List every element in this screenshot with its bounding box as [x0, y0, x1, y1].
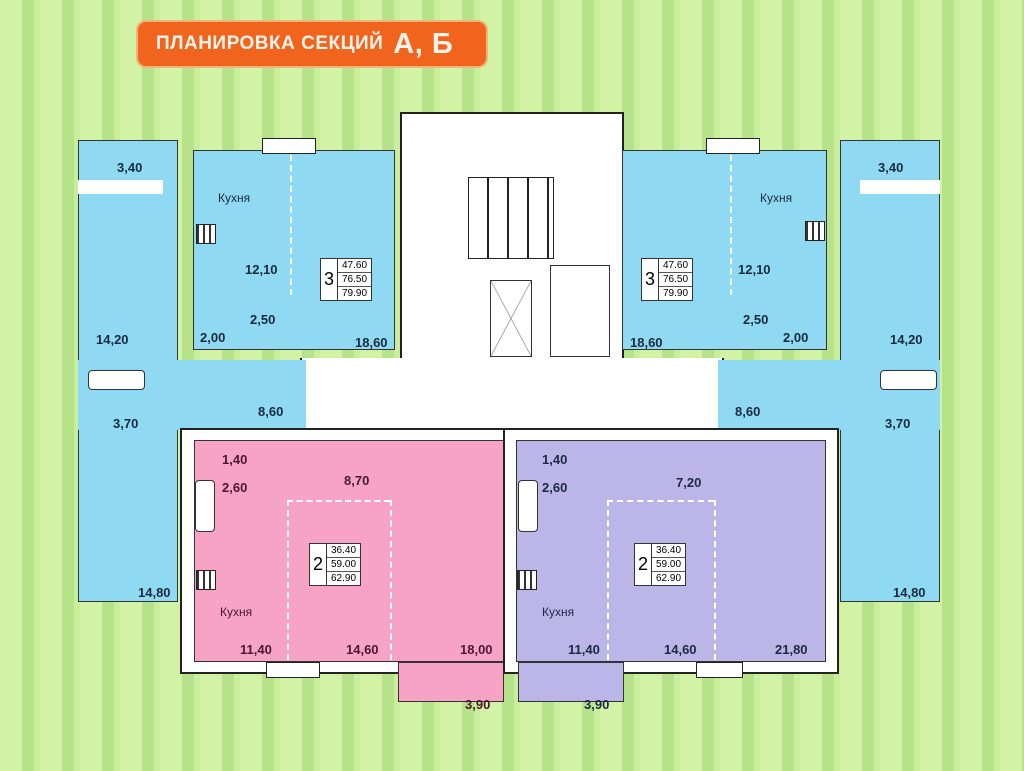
bathtub-icon	[88, 370, 145, 390]
total-area: 59.00	[327, 558, 361, 572]
living-area: 47.60	[659, 259, 693, 273]
core-shaft	[550, 265, 610, 357]
total-with-balcony: 62.90	[656, 573, 682, 584]
room-count: 3	[321, 259, 338, 300]
room-area: 14,20	[890, 332, 923, 347]
room-area: 1,40	[542, 452, 568, 467]
room-area: 14,80	[893, 585, 926, 600]
partition	[287, 500, 390, 502]
room-area: 14,80	[138, 585, 171, 600]
stove-icon	[517, 570, 537, 590]
room-area: 12,10	[245, 262, 278, 277]
total-area: 59.00	[652, 558, 686, 572]
bathtub-icon	[518, 480, 538, 532]
kitchen-label: Кухня	[220, 605, 253, 619]
window	[706, 138, 760, 154]
right-balcony-wall	[860, 180, 940, 194]
room-area: 3,40	[878, 160, 904, 175]
room-area: 3,70	[113, 416, 139, 431]
room-area: 1,40	[222, 452, 248, 467]
room-area: 8,60	[735, 404, 761, 419]
elevator-shaft	[490, 280, 532, 357]
room-area: 8,70	[344, 473, 370, 488]
living-area: 47.60	[338, 259, 372, 273]
living-area: 36.40	[327, 544, 361, 558]
title-banner: ПЛАНИРОВКА СЕКЦИЙ А, Б	[138, 22, 486, 66]
total-with-balcony: 79.90	[663, 288, 689, 299]
room-area: 3,90	[465, 697, 491, 712]
room-area: 14,60	[346, 642, 379, 657]
kitchen-label: Кухня	[760, 191, 793, 205]
title-sections: А, Б	[393, 27, 454, 60]
partition	[390, 500, 392, 660]
room-area: 21,80	[775, 642, 808, 657]
partition	[290, 155, 292, 295]
room-area: 3,40	[117, 160, 143, 175]
apartment-spec-table: 2 36.40 59.00 62.90	[309, 543, 362, 586]
room-area: 18,60	[355, 335, 388, 350]
total-with-balcony: 79.90	[342, 288, 368, 299]
total-area: 76.50	[338, 273, 372, 287]
right-3room-main	[622, 150, 827, 350]
room-area: 2,50	[250, 312, 276, 327]
title-text: ПЛАНИРОВКА СЕКЦИЙ	[156, 33, 384, 54]
room-area: 11,40	[240, 642, 272, 657]
stove-icon	[805, 221, 825, 241]
room-area: 2,00	[783, 330, 809, 345]
room-count: 2	[310, 544, 327, 585]
room-area: 2,60	[222, 480, 248, 495]
left-3room-main	[193, 150, 395, 350]
room-area: 3,90	[584, 697, 610, 712]
room-count: 3	[642, 259, 659, 300]
room-area: 2,60	[542, 480, 568, 495]
apartment-spec-table: 3 47.60 76.50 79.90	[320, 258, 373, 301]
stove-icon	[196, 224, 216, 244]
partition	[607, 500, 714, 502]
room-area: 18,60	[630, 335, 663, 350]
total-with-balcony: 62.90	[331, 573, 357, 584]
total-area: 76.50	[659, 273, 693, 287]
partition	[607, 500, 609, 660]
room-area: 3,70	[885, 416, 911, 431]
left-2room-balcony	[398, 662, 504, 702]
bathtub-icon	[880, 370, 937, 390]
apartment-spec-table: 2 36.40 59.00 62.90	[634, 543, 687, 586]
room-area: 2,50	[743, 312, 769, 327]
bathtub-icon	[195, 480, 215, 532]
room-count: 2	[635, 544, 652, 585]
room-area: 7,20	[676, 475, 702, 490]
kitchen-label: Кухня	[542, 605, 575, 619]
window	[266, 662, 320, 678]
room-area: 18,00	[460, 642, 493, 657]
room-area: 14,20	[96, 332, 129, 347]
living-area: 36.40	[652, 544, 686, 558]
partition	[287, 500, 289, 660]
window	[696, 662, 743, 678]
corridor	[300, 358, 724, 430]
partition	[714, 500, 716, 660]
staircase	[468, 177, 554, 259]
room-area: 14,60	[664, 642, 697, 657]
apartment-spec-table: 3 47.60 76.50 79.90	[641, 258, 694, 301]
room-area: 8,60	[258, 404, 284, 419]
right-2room-balcony	[518, 662, 624, 702]
stove-icon	[196, 570, 216, 590]
window	[262, 138, 316, 154]
kitchen-label: Кухня	[218, 191, 251, 205]
room-area: 12,10	[738, 262, 771, 277]
room-area: 11,40	[568, 642, 600, 657]
partition	[730, 155, 732, 295]
left-balcony-wall	[78, 180, 163, 194]
room-area: 2,00	[200, 330, 226, 345]
